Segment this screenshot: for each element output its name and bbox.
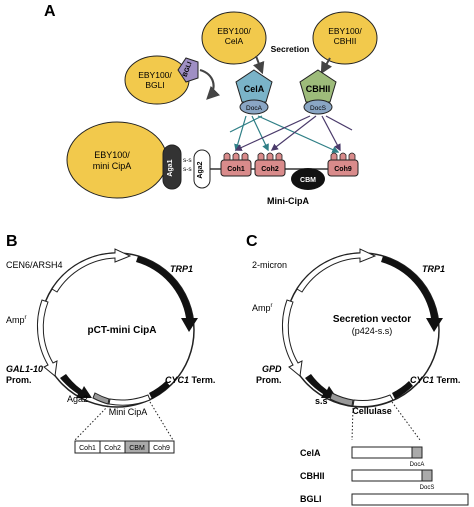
amp-label-b: Ampr bbox=[6, 315, 27, 325]
cyc1-segment-c bbox=[392, 381, 413, 399]
docks-construct-label: DocS bbox=[420, 485, 435, 491]
amp-segment-b bbox=[36, 299, 58, 377]
trp1-segment-b bbox=[136, 256, 198, 332]
trp1-segment-c bbox=[381, 256, 443, 332]
bgli-enzyme: BGLI bbox=[177, 57, 199, 83]
cen-label: CEN6/ARSH4 bbox=[6, 260, 63, 270]
cellulase-segment bbox=[352, 394, 394, 407]
vector-label: Secretion vector bbox=[333, 314, 411, 325]
zoom-dotted-c-right bbox=[391, 401, 421, 441]
cyc1-segment-b bbox=[149, 381, 170, 399]
cela-construct-label: CelA bbox=[300, 448, 321, 458]
panel-label-b: B bbox=[6, 233, 18, 250]
gal-label: GAL1-10 bbox=[6, 364, 43, 374]
bgli-curved-arrow bbox=[199, 68, 221, 100]
zoom-dotted-left bbox=[74, 405, 109, 441]
bgli-construct-label: BGLI bbox=[300, 494, 322, 504]
gpd-prom-label: Prom. bbox=[256, 375, 282, 385]
binding-arrows bbox=[229, 115, 353, 153]
cbhii-construct-label: CBHII bbox=[300, 471, 325, 481]
cela-enzyme-label: CelA bbox=[244, 84, 265, 94]
amp-label-c: Ampr bbox=[252, 303, 273, 313]
cela-dockerin-label: DocA bbox=[246, 105, 263, 112]
aga1-label: Aga1 bbox=[167, 159, 174, 176]
aga2-label: Aga2 bbox=[197, 161, 204, 178]
cbm-module: CBM bbox=[291, 168, 325, 190]
secretion-arrow-cela bbox=[253, 55, 265, 75]
panel-label-c: C bbox=[246, 233, 258, 250]
box-coh9: Coh9 bbox=[153, 445, 170, 452]
signal-sequence-segment bbox=[329, 392, 354, 407]
aga2-segment bbox=[92, 392, 110, 405]
yeast-mini-cipa: EBY100/ mini CipA bbox=[66, 121, 168, 199]
yeast-cela-line2: CelA bbox=[225, 36, 244, 46]
cbhii-enzyme-label: CBHII bbox=[306, 84, 331, 94]
cyc1-label-c: CYC1 Term. bbox=[410, 375, 460, 385]
cela-enzyme: CelA DocA bbox=[235, 69, 273, 115]
cellulase-label: Cellulase bbox=[352, 406, 392, 416]
cela-construct: CelA DocA bbox=[300, 446, 425, 468]
yeast-cbhii-line2: CBHII bbox=[334, 36, 357, 46]
bgli-tag-label: BGLI bbox=[182, 61, 194, 78]
cen-arsh4-segment bbox=[51, 248, 132, 293]
zoom-dotted-right bbox=[149, 401, 174, 441]
mini-cipa-label-b: Mini CipA bbox=[109, 407, 148, 417]
mini-cipa-boxes: Coh1 Coh2 CBM Coh9 bbox=[74, 440, 175, 454]
plasmid-b bbox=[36, 248, 198, 408]
plasmid-label-b: pCT-mini CipA bbox=[88, 325, 157, 336]
box-coh2: Coh2 bbox=[104, 445, 121, 452]
aga2-label-b: Aga2 bbox=[67, 394, 88, 404]
cohesin-coh9: Coh9 bbox=[327, 152, 359, 177]
yeast-main-line2: mini CipA bbox=[93, 161, 132, 171]
cohesin-coh1: Coh1 bbox=[220, 152, 252, 177]
disulfide-top: s-s bbox=[183, 157, 192, 164]
mini-cipa-segment bbox=[108, 394, 151, 406]
cbhii-construct: CBHII DocS bbox=[300, 469, 435, 491]
yeast-cela: EBY100/ CelA bbox=[201, 11, 267, 65]
coh9-label: Coh9 bbox=[334, 166, 352, 173]
gal-prom-label: Prom. bbox=[6, 375, 32, 385]
yeast-bgli-line2: BGLI bbox=[145, 80, 164, 90]
cbhii-enzyme: CBHII DocS bbox=[299, 69, 337, 115]
docka-construct-label: DocA bbox=[410, 462, 425, 468]
amp-segment-c bbox=[281, 299, 303, 377]
yeast-cbhii: EBY100/ CBHII bbox=[312, 11, 378, 65]
yeast-bgli-line1: EBY100/ bbox=[138, 70, 172, 80]
yeast-cbhii-line1: EBY100/ bbox=[328, 26, 362, 36]
cbm-label: CBM bbox=[300, 177, 316, 184]
plasmid-c bbox=[281, 248, 443, 408]
gal-promoter-segment bbox=[60, 374, 92, 398]
cbhii-dockerin-label: DocS bbox=[310, 105, 327, 112]
scaffold-label: Mini-CipA bbox=[267, 196, 309, 206]
coh2-label: Coh2 bbox=[261, 166, 279, 173]
disulfide-bottom: s-s bbox=[183, 166, 192, 173]
box-cbm: CBM bbox=[129, 445, 145, 452]
box-coh1: Coh1 bbox=[79, 445, 96, 452]
aga2-anchor: Aga2 bbox=[193, 149, 211, 189]
two-micron-segment bbox=[296, 248, 377, 293]
trp1-label-c: TRP1 bbox=[422, 264, 445, 274]
coh1-label: Coh1 bbox=[227, 166, 245, 173]
cyc1-label-b: CYC1 Term. bbox=[165, 375, 215, 385]
panel-label-a: A bbox=[44, 3, 56, 20]
secretion-arrow-cbhii bbox=[320, 57, 332, 75]
yeast-bgli: EBY100/ BGLI bbox=[124, 55, 190, 105]
gpd-label: GPD bbox=[262, 364, 282, 374]
yeast-main-line1: EBY100/ bbox=[94, 150, 130, 160]
aga1-anchor: Aga1 bbox=[162, 144, 182, 190]
gpd-promoter-segment bbox=[305, 374, 337, 398]
vector-name-label: (p424-s.s) bbox=[352, 326, 393, 336]
secretion-label: Secretion bbox=[271, 44, 310, 54]
bgli-construct: BGLI bbox=[300, 493, 469, 506]
yeast-cela-line1: EBY100/ bbox=[217, 26, 251, 36]
cohesin-coh2: Coh2 bbox=[254, 152, 286, 177]
ss-label: s.s bbox=[315, 396, 328, 406]
trp1-label-b: TRP1 bbox=[170, 264, 193, 274]
two-micron-label: 2-micron bbox=[252, 260, 287, 270]
